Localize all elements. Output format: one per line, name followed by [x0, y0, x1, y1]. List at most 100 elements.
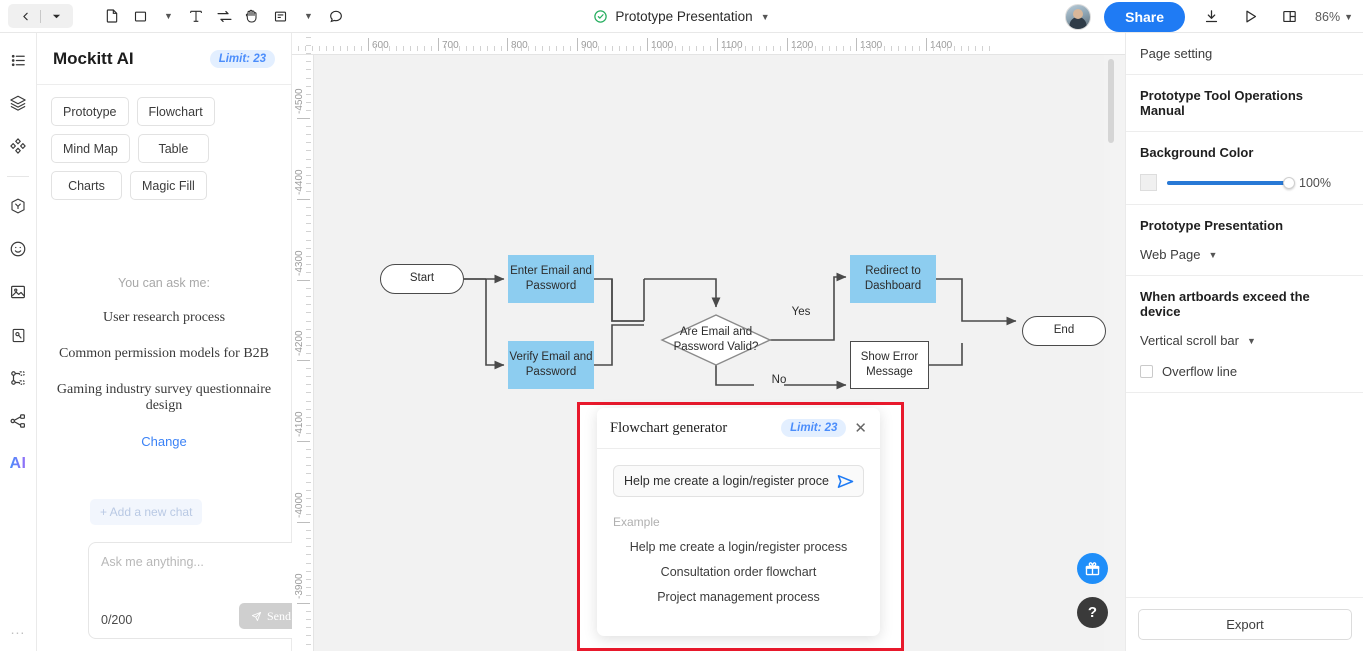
share-button[interactable]: Share [1104, 1, 1186, 32]
send-arrow-icon[interactable] [835, 471, 856, 496]
sidebar-item-icons[interactable] [3, 234, 33, 264]
flow-node-enter-email[interactable]: Enter Email and Password [508, 255, 594, 303]
example-item[interactable]: Help me create a login/register process [629, 540, 848, 554]
sidebar-item-share-tree[interactable] [3, 406, 33, 436]
ruler-major-tick [297, 118, 310, 119]
ruler-major-tick [577, 38, 578, 51]
vertical-ruler[interactable]: -4500-4400-4300-4200-4100-4000-3900 [292, 37, 314, 651]
flow-node-show-error[interactable]: Show Error Message [850, 341, 929, 389]
help-button[interactable]: ? [1077, 597, 1108, 628]
link-interaction-icon[interactable] [211, 4, 237, 28]
export-button[interactable]: Export [1138, 609, 1352, 640]
chip-table[interactable]: Table [137, 134, 209, 163]
opacity-slider-knob[interactable] [1283, 176, 1295, 189]
note-chevron-down-icon[interactable]: ▼ [304, 11, 313, 21]
hand-pan-icon[interactable] [239, 4, 265, 28]
chip-flowchart[interactable]: Flowchart [136, 97, 215, 126]
ruler-minor-tick [306, 344, 311, 346]
rail-more-button[interactable]: ... [10, 621, 26, 637]
overflow-line-checkbox[interactable]: Overflow line [1140, 364, 1349, 379]
change-suggestions-link[interactable]: Change [141, 434, 187, 449]
ai-composer[interactable]: Ask me anything... 0/200 Send [88, 542, 314, 639]
ruler-minor-tick [961, 46, 962, 51]
note-icon[interactable] [267, 4, 293, 28]
text-tool-icon[interactable] [183, 4, 209, 28]
comment-icon[interactable] [323, 4, 349, 28]
ruler-minor-tick [306, 296, 311, 298]
canvas-board[interactable]: Start Enter Email and Password Verify Em… [314, 55, 1106, 651]
layout-panel-icon[interactable] [1276, 5, 1302, 29]
document-title-group[interactable]: Prototype Presentation ▼ [0, 0, 1363, 33]
sidebar-item-layers[interactable] [3, 88, 33, 118]
ask-lead-label: You can ask me: [118, 276, 210, 290]
artboard-icon[interactable] [99, 4, 125, 28]
page-name-label: Prototype Tool Operations Manual [1140, 88, 1303, 118]
zoom-control[interactable]: 86% ▼ [1315, 10, 1353, 24]
chip-charts[interactable]: Charts [51, 171, 122, 200]
chip-magic-fill[interactable]: Magic Fill [130, 171, 207, 200]
play-icon[interactable] [1237, 5, 1263, 29]
avatar[interactable] [1065, 3, 1092, 30]
ruler-minor-tick [752, 46, 753, 51]
flow-node-decision-label[interactable]: Are Email and Password Valid? [673, 325, 759, 353]
flow-node-start[interactable]: Start [380, 264, 464, 294]
chevron-down-icon[interactable]: ▼ [760, 11, 770, 22]
ruler-minor-tick [306, 37, 311, 38]
sidebar-item-pages[interactable] [3, 45, 33, 75]
suggestion-item[interactable]: Gaming industry survey questionnaire des… [56, 382, 272, 413]
shape-chevron-down-icon[interactable]: ▼ [164, 11, 173, 21]
ruler-major-tick [926, 38, 927, 51]
ruler-minor-tick [459, 46, 460, 51]
rail-divider [7, 176, 29, 177]
ruler-minor-tick [306, 134, 311, 136]
prompt-input[interactable]: Help me create a login/register proce [613, 465, 864, 497]
ruler-minor-tick [591, 46, 592, 51]
horizontal-ruler[interactable]: 60070080090010001100120013001400 [292, 33, 1125, 55]
shape-rectangle-icon[interactable] [127, 4, 153, 28]
sidebar-item-assets[interactable] [3, 320, 33, 350]
sidebar-item-flow[interactable] [3, 363, 33, 393]
download-icon[interactable] [1198, 5, 1224, 29]
ruler-minor-tick [703, 46, 704, 51]
flow-node-end[interactable]: End [1022, 316, 1106, 346]
sidebar-item-widgets[interactable] [3, 191, 33, 221]
gift-icon[interactable] [1077, 553, 1108, 584]
ruler-label: 700 [442, 40, 459, 51]
ruler-minor-tick [306, 586, 311, 588]
sidebar-item-images[interactable] [3, 277, 33, 307]
sidebar-item-components[interactable] [3, 131, 33, 161]
ruler-minor-tick [306, 215, 311, 217]
back-group[interactable] [8, 4, 73, 28]
flow-node-redirect[interactable]: Redirect to Dashboard [850, 255, 936, 303]
color-swatch[interactable] [1140, 174, 1157, 191]
chip-prototype[interactable]: Prototype [51, 97, 129, 126]
prototype-presentation-section: Prototype Presentation Web Page ▼ [1126, 205, 1363, 276]
scroll-mode-select[interactable]: Vertical scroll bar ▼ [1140, 333, 1349, 348]
export-footer: Export [1126, 597, 1363, 651]
chip-mind-map[interactable]: Mind Map [51, 134, 130, 163]
example-item[interactable]: Consultation order flowchart [660, 565, 817, 579]
page-name-section[interactable]: Prototype Tool Operations Manual [1126, 75, 1363, 132]
example-item[interactable]: Project management process [657, 590, 820, 604]
caret-down-icon[interactable] [43, 4, 69, 28]
sidebar-item-ai[interactable]: AI [3, 449, 33, 479]
presentation-select[interactable]: Web Page ▼ [1140, 247, 1349, 262]
close-icon[interactable]: ✕ [854, 419, 867, 437]
ruler-minor-tick [843, 46, 844, 51]
canvas-vertical-scrollbar[interactable] [1108, 59, 1114, 143]
ruler-minor-tick [306, 376, 311, 378]
ruler-minor-tick [661, 46, 662, 51]
ruler-minor-tick [306, 255, 311, 257]
ruler-minor-tick [306, 263, 311, 265]
ruler-minor-tick [417, 46, 418, 51]
ai-panel: Mockitt AI Limit: 23 Prototype Flowchart… [37, 33, 314, 651]
chevron-left-icon[interactable] [12, 4, 38, 28]
suggestion-item[interactable]: Common permission models for B2B [59, 346, 269, 361]
ruler-minor-tick [975, 46, 976, 51]
opacity-slider[interactable] [1167, 176, 1295, 189]
presentation-select-value: Web Page [1140, 247, 1201, 262]
add-new-chat-button[interactable]: + Add a new chat [90, 499, 203, 525]
ruler-minor-tick [306, 93, 311, 95]
flow-node-verify-email[interactable]: Verify Email and Password [508, 341, 594, 389]
suggestion-item[interactable]: User research process [102, 310, 226, 325]
